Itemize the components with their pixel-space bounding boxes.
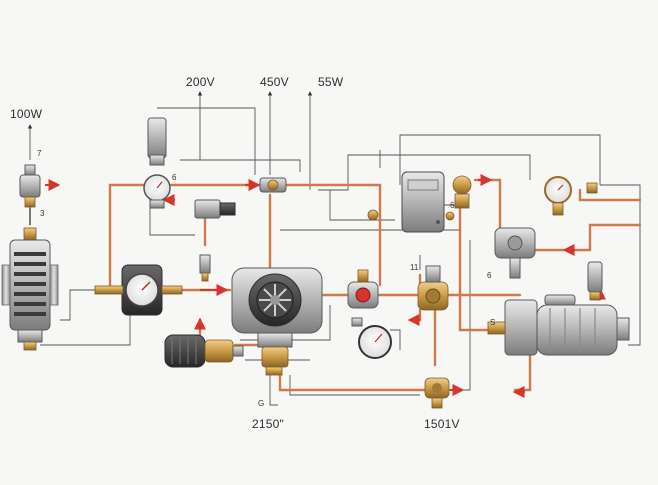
tag-6-top: 6 bbox=[172, 173, 177, 182]
tee-fitting-top bbox=[259, 177, 287, 193]
inline-filter-top-left bbox=[19, 164, 41, 225]
label-55w: 55W bbox=[318, 75, 344, 89]
manifold-valve-center bbox=[347, 269, 379, 309]
tag-7: 7 bbox=[37, 149, 42, 158]
pressure-gauge-top-right bbox=[544, 176, 598, 216]
tag-g: G bbox=[258, 399, 264, 408]
tag-6-box: 6 bbox=[450, 201, 455, 210]
bottom-valve-fitting bbox=[424, 377, 450, 409]
label-100w: 100W bbox=[10, 107, 43, 121]
electrical-control-box bbox=[401, 171, 445, 233]
finned-electric-motor bbox=[1, 227, 59, 351]
cylinder-motor-bottom-left bbox=[164, 334, 244, 368]
control-valve-top bbox=[194, 199, 236, 282]
directional-valve-right bbox=[494, 227, 536, 279]
signal-wiring bbox=[27, 91, 641, 406]
brass-coupling-top bbox=[367, 175, 472, 221]
pressure-gauge-center bbox=[351, 317, 392, 359]
label-450v: 450V bbox=[260, 75, 289, 89]
label-1501v: 1501V bbox=[424, 417, 460, 431]
electric-motor-right bbox=[487, 294, 630, 356]
cross-fitting bbox=[417, 265, 449, 311]
inline-filter-right bbox=[587, 261, 603, 301]
tag-3: 3 bbox=[40, 209, 45, 218]
main-hydraulic-pump bbox=[231, 267, 323, 376]
tag-11: 11 bbox=[410, 263, 419, 272]
pressure-gauge-left bbox=[94, 264, 183, 316]
tag-6-right: 6 bbox=[487, 271, 492, 280]
solenoid-gauge-assembly bbox=[143, 117, 171, 209]
label-2150: 2150" bbox=[252, 417, 284, 431]
tag-s: S bbox=[490, 318, 495, 327]
label-200v: 200V bbox=[186, 75, 215, 89]
